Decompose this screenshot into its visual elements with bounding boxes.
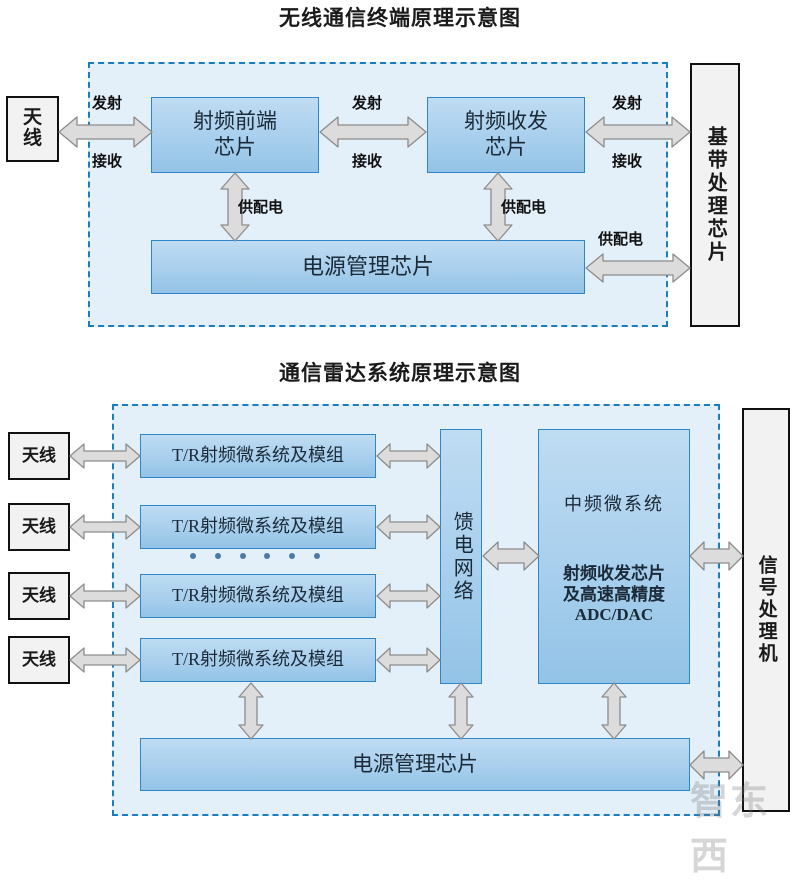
diagram1-rf-transceiver-line2: 芯片 bbox=[485, 135, 527, 159]
diagram1-baseband-label: 基带处理芯片 bbox=[704, 126, 727, 264]
diagram1-label-power-1: 供配电 bbox=[238, 200, 284, 216]
diagram1-label-receive-1: 接收 bbox=[92, 154, 123, 170]
diagram2-arrow-antenna-tr-3 bbox=[69, 583, 141, 609]
diagram2-tr-module-label-2: T/R射频微系统及模组 bbox=[171, 516, 344, 537]
diagram1-label-transmit-3: 发射 bbox=[612, 96, 643, 112]
diagram2-arrow-tr-feed-1 bbox=[376, 443, 441, 469]
diagram2-signal-processor-box[interactable]: 信号处理机 bbox=[742, 408, 790, 812]
diagram1-label-receive-3: 接收 bbox=[612, 154, 643, 170]
diagram1-arrow-transceiver-power bbox=[483, 172, 513, 242]
diagram2-arrow-feed-power bbox=[448, 682, 474, 740]
diagram1-arrow-transceiver-baseband bbox=[585, 115, 691, 149]
diagram2-power-management-label: 电源管理芯片 bbox=[352, 751, 478, 776]
diagram2-antenna-box-4[interactable]: 天线 bbox=[8, 636, 70, 684]
diagram2-antenna-box-3[interactable]: 天线 bbox=[8, 572, 70, 620]
diagram2-feed-network-block[interactable]: 馈电网络 bbox=[440, 429, 482, 684]
diagram1-rf-transceiver-block[interactable]: 射频收发 芯片 bbox=[427, 97, 585, 173]
ellipsis-dot bbox=[239, 553, 246, 559]
diagram2-if-subsystem-line1: 射频收发芯片 bbox=[563, 563, 665, 583]
diagram2-tr-module-label-3: T/R射频微系统及模组 bbox=[171, 585, 344, 606]
diagram2-antenna-label-4: 天线 bbox=[22, 650, 56, 670]
diagram1-label-transmit-1: 发射 bbox=[92, 96, 123, 112]
diagram1-arrow-frontend-power bbox=[220, 172, 250, 242]
diagram2-tr-module-4[interactable]: T/R射频微系统及模组 bbox=[140, 638, 376, 682]
diagram1-arrow-power-baseband bbox=[585, 252, 691, 284]
diagram2-arrow-tr-power bbox=[238, 682, 264, 740]
diagram1-arrow-antenna-rf bbox=[58, 115, 153, 149]
ellipsis-dot bbox=[289, 553, 296, 559]
diagram2-tr-module-label-4: T/R射频微系统及模组 bbox=[171, 649, 344, 670]
diagram2-antenna-label-2: 天线 bbox=[22, 517, 56, 537]
diagram2-tr-module-3[interactable]: T/R射频微系统及模组 bbox=[140, 574, 376, 618]
diagram2-tr-module-1[interactable]: T/R射频微系统及模组 bbox=[140, 434, 376, 478]
diagram1-power-management-block[interactable]: 电源管理芯片 bbox=[151, 240, 585, 294]
diagram1-antenna-box[interactable]: 天线 bbox=[6, 96, 59, 162]
ellipsis-dot bbox=[214, 553, 221, 559]
diagram2-if-subsystem-line3: ADC/DAC bbox=[574, 605, 654, 625]
diagram2-arrow-antenna-tr-1 bbox=[69, 443, 141, 469]
diagram2-if-subsystem-line2: 及高速高精度 bbox=[563, 584, 665, 604]
diagram2-antenna-box-1[interactable]: 天线 bbox=[8, 432, 70, 480]
diagram1-title: 无线通信终端原理示意图 bbox=[279, 6, 521, 30]
diagram2-tr-module-2[interactable]: T/R射频微系统及模组 bbox=[140, 505, 376, 549]
diagram1-baseband-box[interactable]: 基带处理芯片 bbox=[690, 63, 740, 327]
diagram2-signal-processor-label: 信号处理机 bbox=[755, 555, 777, 665]
diagram1-label-power-3: 供配电 bbox=[598, 232, 644, 248]
diagram1-label-receive-2: 接收 bbox=[352, 154, 383, 170]
diagram1-rf-frontend-block[interactable]: 射频前端 芯片 bbox=[151, 97, 319, 173]
diagram2-arrow-if-power bbox=[601, 682, 627, 740]
diagram2-antenna-label-3: 天线 bbox=[22, 586, 56, 606]
diagram1-label-transmit-2: 发射 bbox=[352, 96, 383, 112]
diagram2-antenna-label-1: 天线 bbox=[22, 446, 56, 466]
diagram2-antenna-box-2[interactable]: 天线 bbox=[8, 503, 70, 551]
diagram2-arrow-power-signal-processor bbox=[689, 749, 744, 781]
figure-canvas: 无线通信终端原理示意图 天线 基带处理芯片 射频前端 芯片 射频收发 芯片 电源… bbox=[6, 6, 790, 878]
diagram1-arrow-frontend-transceiver bbox=[319, 115, 427, 149]
diagram2-arrow-tr-feed-2 bbox=[376, 514, 441, 540]
ellipsis-dot bbox=[190, 553, 196, 559]
diagram1-rf-transceiver-line1: 射频收发 bbox=[464, 109, 548, 134]
diagram2-tr-module-label-1: T/R射频微系统及模组 bbox=[171, 445, 344, 466]
diagram2-ellipsis-dots bbox=[190, 551, 320, 561]
ellipsis-dot bbox=[264, 553, 271, 559]
diagram1-rf-frontend-line2: 芯片 bbox=[214, 135, 256, 159]
diagram2-arrow-antenna-tr-2 bbox=[69, 514, 141, 540]
diagram1-power-management-label: 电源管理芯片 bbox=[301, 253, 434, 279]
diagram2-if-subsystem-block[interactable]: 中频微系统 射频收发芯片 及高速高精度 ADC/DAC bbox=[538, 429, 690, 684]
diagram1-rf-frontend-line1: 射频前端 bbox=[193, 109, 277, 134]
diagram2-arrow-if-signal-processor bbox=[689, 540, 744, 572]
diagram2-arrow-antenna-tr-4 bbox=[69, 647, 141, 673]
diagram2-feed-network-label: 馈电网络 bbox=[450, 510, 473, 603]
diagram2-power-management-block[interactable]: 电源管理芯片 bbox=[140, 738, 690, 791]
diagram2-arrow-tr-feed-4 bbox=[376, 647, 441, 673]
diagram2-if-subsystem-heading: 中频微系统 bbox=[564, 494, 664, 514]
diagram1-label-power-2: 供配电 bbox=[501, 200, 547, 216]
diagram2-arrow-tr-feed-3 bbox=[376, 583, 441, 609]
diagram2-title: 通信雷达系统原理示意图 bbox=[279, 361, 521, 385]
ellipsis-dot bbox=[313, 553, 320, 559]
diagram1-antenna-label: 天线 bbox=[22, 107, 42, 149]
diagram2-arrow-feed-if bbox=[482, 540, 540, 572]
